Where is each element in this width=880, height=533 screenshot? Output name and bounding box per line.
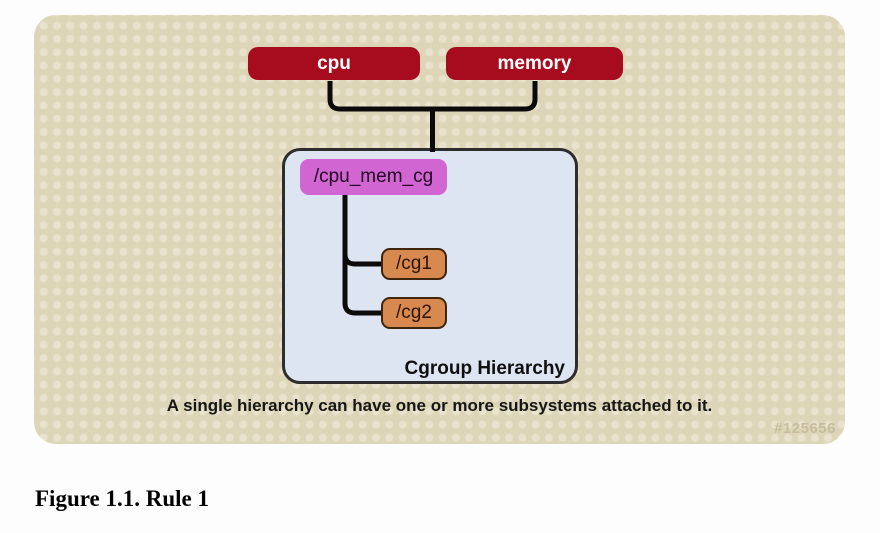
subsystem-label-memory: memory bbox=[497, 52, 572, 74]
root-cgroup-box: /cpu_mem_cg bbox=[300, 159, 447, 195]
diagram-caption: A single hierarchy can have one or more … bbox=[166, 396, 713, 415]
figure-caption: Figure 1.1. Rule 1 bbox=[35, 486, 209, 511]
child-cgroup-box-cg1: /cg1 bbox=[381, 248, 447, 280]
child-cgroup-box-cg2: /cg2 bbox=[381, 297, 447, 329]
subsystem-box-memory: memory bbox=[446, 47, 623, 80]
subsystem-box-cpu: cpu bbox=[248, 47, 420, 80]
child-cgroup-label-cg2: /cg2 bbox=[396, 302, 432, 323]
root-cgroup-label: /cpu_mem_cg bbox=[313, 166, 434, 187]
figure-id-watermark: #125656 bbox=[774, 420, 836, 437]
hierarchy-title: Cgroup Hierarchy bbox=[404, 358, 565, 379]
subsystem-label-cpu: cpu bbox=[317, 52, 351, 74]
child-cgroup-label-cg1: /cg1 bbox=[396, 253, 432, 274]
